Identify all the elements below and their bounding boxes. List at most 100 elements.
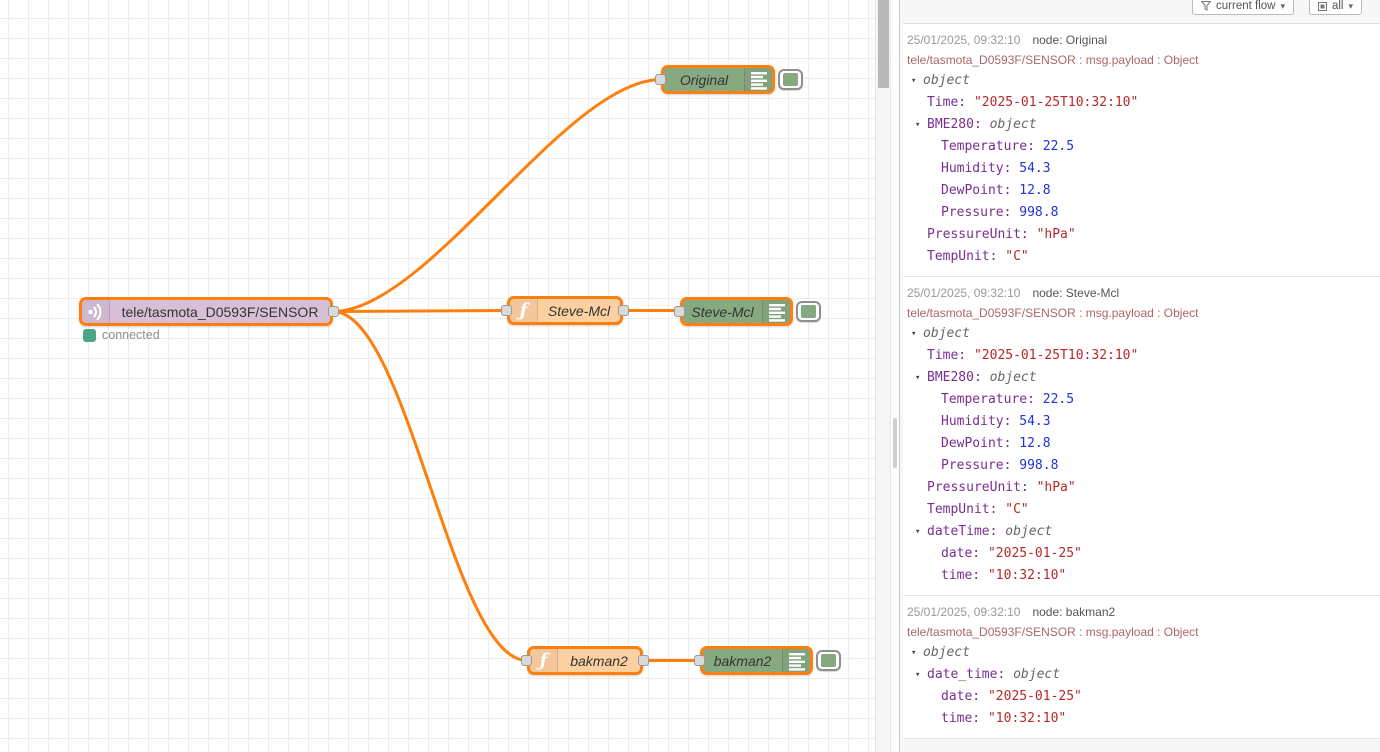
collapse-arrow-icon[interactable]: ▾ [915,373,921,383]
output-port[interactable] [618,305,629,316]
message-timestamp: 25/01/2025, 09:32:10 [907,605,1021,619]
flow-canvas[interactable]: tele/tasmota_D0593F/SENSOR connected Ori… [0,0,877,752]
json-key: TempUnit: [927,249,1006,264]
json-key: Pressure: [941,458,1020,473]
status-dot-icon [83,328,96,342]
output-port[interactable] [328,306,339,317]
node-label: bakman2 [713,652,772,669]
input-port[interactable] [694,655,705,666]
node-function-bakman2[interactable]: ƒ bakman2 [521,646,649,675]
status-text: connected [102,328,160,342]
message-source-node: node: bakman2 [1032,605,1116,619]
json-value: 998.8 [1019,205,1059,220]
node-label: Original [679,71,729,88]
node-label: Steve-Mcl [691,303,754,320]
json-tree-row: ▾ BME280: object [907,367,1374,389]
json-key: Time: [927,95,974,110]
json-value: object [1005,524,1053,539]
node-label: tele/tasmota_D0593F/SENSOR [121,303,319,320]
collapse-arrow-icon[interactable]: ▾ [915,120,921,130]
function-icon: ƒ [530,649,558,672]
wire-mqtt-to-function-steve[interactable] [331,309,509,313]
json-tree-row: time: "10:32:10" [907,708,1374,730]
json-value: 12.8 [1019,183,1051,198]
json-value: 22.5 [1042,139,1075,154]
json-tree-row: Humidity: 54.3 [907,411,1374,433]
mqtt-broadcast-icon [82,300,110,323]
json-key: TempUnit: [927,502,1006,517]
debug-lines-icon [744,68,772,91]
json-tree-row: TempUnit: "C" [907,499,1374,521]
input-port[interactable] [674,306,685,317]
node-function-steve[interactable]: ƒ Steve-Mcl [501,296,629,325]
collapse-arrow-icon[interactable]: ▾ [911,329,917,339]
json-tree-row: ▾ object [907,642,1374,664]
debug-scope-dropdown[interactable]: all ▾ [1308,0,1362,15]
json-key: PressureUnit: [927,480,1037,495]
message-timestamp: 25/01/2025, 09:32:10 [907,286,1021,300]
json-key: dateTime: [927,524,1006,539]
json-tree-row: Pressure: 998.8 [907,202,1374,224]
node-debug-bakman2[interactable]: bakman2 [694,646,841,675]
output-port[interactable] [638,655,649,666]
debug-filter-dropdown[interactable]: current flow ▾ [1192,0,1294,15]
json-value: 998.8 [1019,458,1059,473]
json-value: "C" [1005,249,1029,264]
node-mqtt-in[interactable]: tele/tasmota_D0593F/SENSOR [79,297,339,326]
scrollbar-thumb[interactable] [878,0,889,88]
node-label: bakman2 [570,652,628,669]
message-timestamp: 25/01/2025, 09:32:10 [907,33,1021,47]
input-port[interactable] [521,655,532,666]
divider-grip-handle[interactable] [893,418,897,468]
debug-sidebar: current flow ▾ all ▾ 25/01/2025, 09:32:1… [900,0,1380,752]
message-topic: tele/tasmota_D0593F/SENSOR : msg.payload… [907,53,1199,67]
scope-dropdown-label: all [1331,0,1344,12]
json-key: BME280: [927,370,990,385]
chevron-down-icon: ▾ [1348,0,1353,11]
json-value: object [923,645,970,660]
json-value: "2025-01-25" [987,546,1082,561]
json-tree-row: DewPoint: 12.8 [907,433,1374,455]
json-tree-row: date: "2025-01-25" [907,543,1374,565]
json-key: Temperature: [941,392,1043,407]
json-tree-row: TempUnit: "C" [907,246,1374,268]
sidebar-resize-divider[interactable] [890,0,900,752]
json-key: Pressure: [941,205,1020,220]
collapse-arrow-icon[interactable]: ▾ [911,648,917,658]
json-value: 54.3 [1019,161,1051,176]
collapse-arrow-icon[interactable]: ▾ [911,76,917,86]
input-port[interactable] [655,74,666,85]
json-tree-row: ▾ object [907,323,1374,345]
node-debug-original[interactable]: Original [655,65,803,94]
json-value: "hPa" [1036,227,1076,242]
collapse-arrow-icon[interactable]: ▾ [915,527,921,537]
funnel-icon [1201,1,1212,11]
json-key: Humidity: [941,414,1020,429]
json-key: date_time: [927,667,1014,682]
input-port[interactable] [501,305,512,316]
chevron-down-icon: ▾ [1280,0,1285,11]
json-value: object [989,117,1037,132]
node-label: Steve-Mcl [547,302,611,319]
json-tree-row: Humidity: 54.3 [907,158,1374,180]
debug-enable-toggle[interactable] [796,301,821,322]
debug-lines-icon [762,300,790,323]
json-value: object [923,326,970,341]
mqtt-node-status: connected [83,328,160,342]
wire-mqtt-to-original[interactable] [331,78,663,313]
debug-enable-toggle[interactable] [816,650,841,671]
canvas-vertical-scrollbar[interactable] [875,0,890,752]
collapse-arrow-icon[interactable]: ▾ [915,670,921,680]
debug-sidebar-header: current flow ▾ all ▾ [900,0,1380,23]
json-tree-row: Time: "2025-01-25T10:32:10" [907,92,1374,114]
json-key: time: [941,711,988,726]
wire-mqtt-to-function-bakman2[interactable] [331,310,529,662]
node-debug-steve[interactable]: Steve-Mcl [674,297,821,326]
debug-enable-toggle[interactable] [778,69,803,90]
json-value: object [989,370,1037,385]
